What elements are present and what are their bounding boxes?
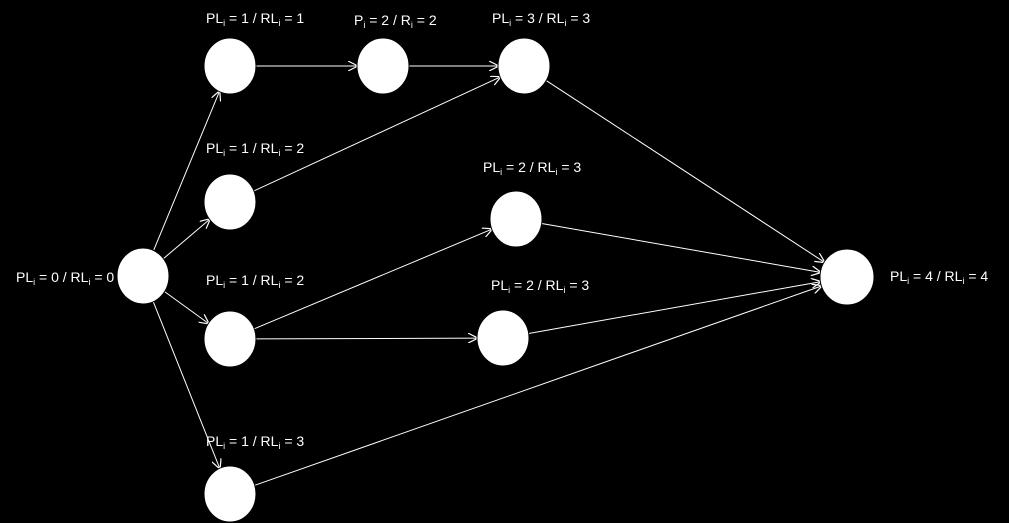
node-label-n6: PLi = 1 / RLi = 2 bbox=[206, 272, 304, 290]
node-label-part: = 3 bbox=[557, 159, 581, 175]
node-n0 bbox=[116, 247, 170, 305]
node-label-part: = 4 / RL bbox=[909, 268, 963, 284]
node-label-part: = 2 / R bbox=[365, 12, 411, 28]
edge-n0-n8 bbox=[152, 301, 219, 469]
node-label-part: i bbox=[907, 276, 909, 286]
node-label-part: PL bbox=[206, 10, 223, 26]
node-label-part: i bbox=[555, 167, 557, 177]
node-label-part: = 1 bbox=[280, 10, 304, 26]
node-label-part: PL bbox=[491, 277, 508, 293]
edge-n5-n9 bbox=[541, 223, 821, 272]
nodes-layer bbox=[116, 37, 875, 523]
edge-n0-n4 bbox=[163, 219, 209, 260]
node-label-part: i bbox=[33, 277, 35, 287]
node-label-part: = 1 / RL bbox=[225, 140, 279, 156]
node-label-part: = 3 bbox=[566, 10, 590, 26]
node-label-part: i bbox=[223, 441, 225, 451]
node-label-part: PL bbox=[206, 272, 223, 288]
node-label-part: = 4 bbox=[964, 268, 988, 284]
node-label-part: = 2 bbox=[413, 12, 437, 28]
node-label-part: PL bbox=[16, 269, 33, 285]
node-label-part: PL bbox=[483, 159, 500, 175]
node-label-part: = 1 / RL bbox=[225, 10, 279, 26]
node-label-part: i bbox=[223, 280, 225, 290]
node-label-part: = 0 bbox=[90, 269, 114, 285]
node-label-part: = 1 / RL bbox=[225, 433, 279, 449]
node-label-n2: Pi = 2 / Ri = 2 bbox=[354, 12, 437, 30]
node-label-n3: PLi = 3 / RLi = 3 bbox=[492, 10, 590, 28]
node-label-part: i bbox=[962, 276, 964, 286]
node-n3 bbox=[497, 37, 551, 95]
node-n5 bbox=[489, 190, 543, 248]
node-label-part: = 3 / RL bbox=[511, 10, 565, 26]
node-label-part: i bbox=[508, 285, 510, 295]
node-label-part: i bbox=[411, 20, 413, 30]
node-n1 bbox=[203, 37, 257, 95]
node-label-part: i bbox=[278, 148, 280, 158]
node-n8 bbox=[203, 465, 257, 523]
node-label-n0: PLi = 0 / RLi = 0 bbox=[16, 269, 114, 287]
edge-n8-n9 bbox=[254, 286, 822, 486]
edge-n6-n7 bbox=[255, 338, 477, 339]
node-n9 bbox=[819, 248, 875, 306]
edge-n3-n9 bbox=[545, 80, 824, 263]
edges-layer bbox=[152, 66, 824, 486]
node-n7 bbox=[476, 309, 530, 367]
node-label-part: = 2 / RL bbox=[510, 277, 564, 293]
node-label-part: i bbox=[278, 18, 280, 28]
node-label-part: = 3 bbox=[280, 433, 304, 449]
edge-n6-n5 bbox=[254, 229, 492, 330]
node-label-part: PL bbox=[206, 140, 223, 156]
node-label-part: PL bbox=[492, 10, 509, 26]
node-label-part: = 0 / RL bbox=[35, 269, 89, 285]
node-label-part: PL bbox=[206, 433, 223, 449]
node-label-part: = 2 / RL bbox=[502, 159, 556, 175]
node-label-n7: PLi = 2 / RLi = 3 bbox=[491, 277, 589, 295]
node-label-n9: PLi = 4 / RLi = 4 bbox=[890, 268, 988, 286]
node-label-part: P bbox=[354, 12, 363, 28]
node-label-part: i bbox=[509, 18, 511, 28]
edge-n0-n1 bbox=[153, 92, 220, 251]
node-label-part: i bbox=[363, 20, 365, 30]
node-label-n4: PLi = 1 / RLi = 2 bbox=[206, 140, 304, 158]
node-label-part: = 1 / RL bbox=[225, 272, 279, 288]
node-n2 bbox=[356, 37, 410, 95]
node-label-n8: PLi = 1 / RLi = 3 bbox=[206, 433, 304, 451]
edge-n4-n3 bbox=[253, 77, 500, 192]
edge-n0-n6 bbox=[164, 291, 209, 324]
node-label-part: = 2 bbox=[280, 140, 304, 156]
node-label-n1: PLi = 1 / RLi = 1 bbox=[206, 10, 304, 28]
node-label-part: i bbox=[500, 167, 502, 177]
node-label-part: PL bbox=[890, 268, 907, 284]
node-label-part: = 3 bbox=[565, 277, 589, 293]
edge-n7-n9 bbox=[528, 282, 821, 334]
node-label-part: i bbox=[278, 280, 280, 290]
node-label-n5: PLi = 2 / RLi = 3 bbox=[483, 159, 581, 177]
node-label-part: i bbox=[88, 277, 90, 287]
node-n6 bbox=[203, 310, 257, 368]
node-label-part: i bbox=[278, 441, 280, 451]
node-label-part: = 2 bbox=[280, 272, 304, 288]
node-label-part: i bbox=[223, 148, 225, 158]
node-n4 bbox=[203, 173, 257, 231]
node-label-part: i bbox=[223, 18, 225, 28]
node-label-part: i bbox=[563, 285, 565, 295]
node-label-part: i bbox=[564, 18, 566, 28]
